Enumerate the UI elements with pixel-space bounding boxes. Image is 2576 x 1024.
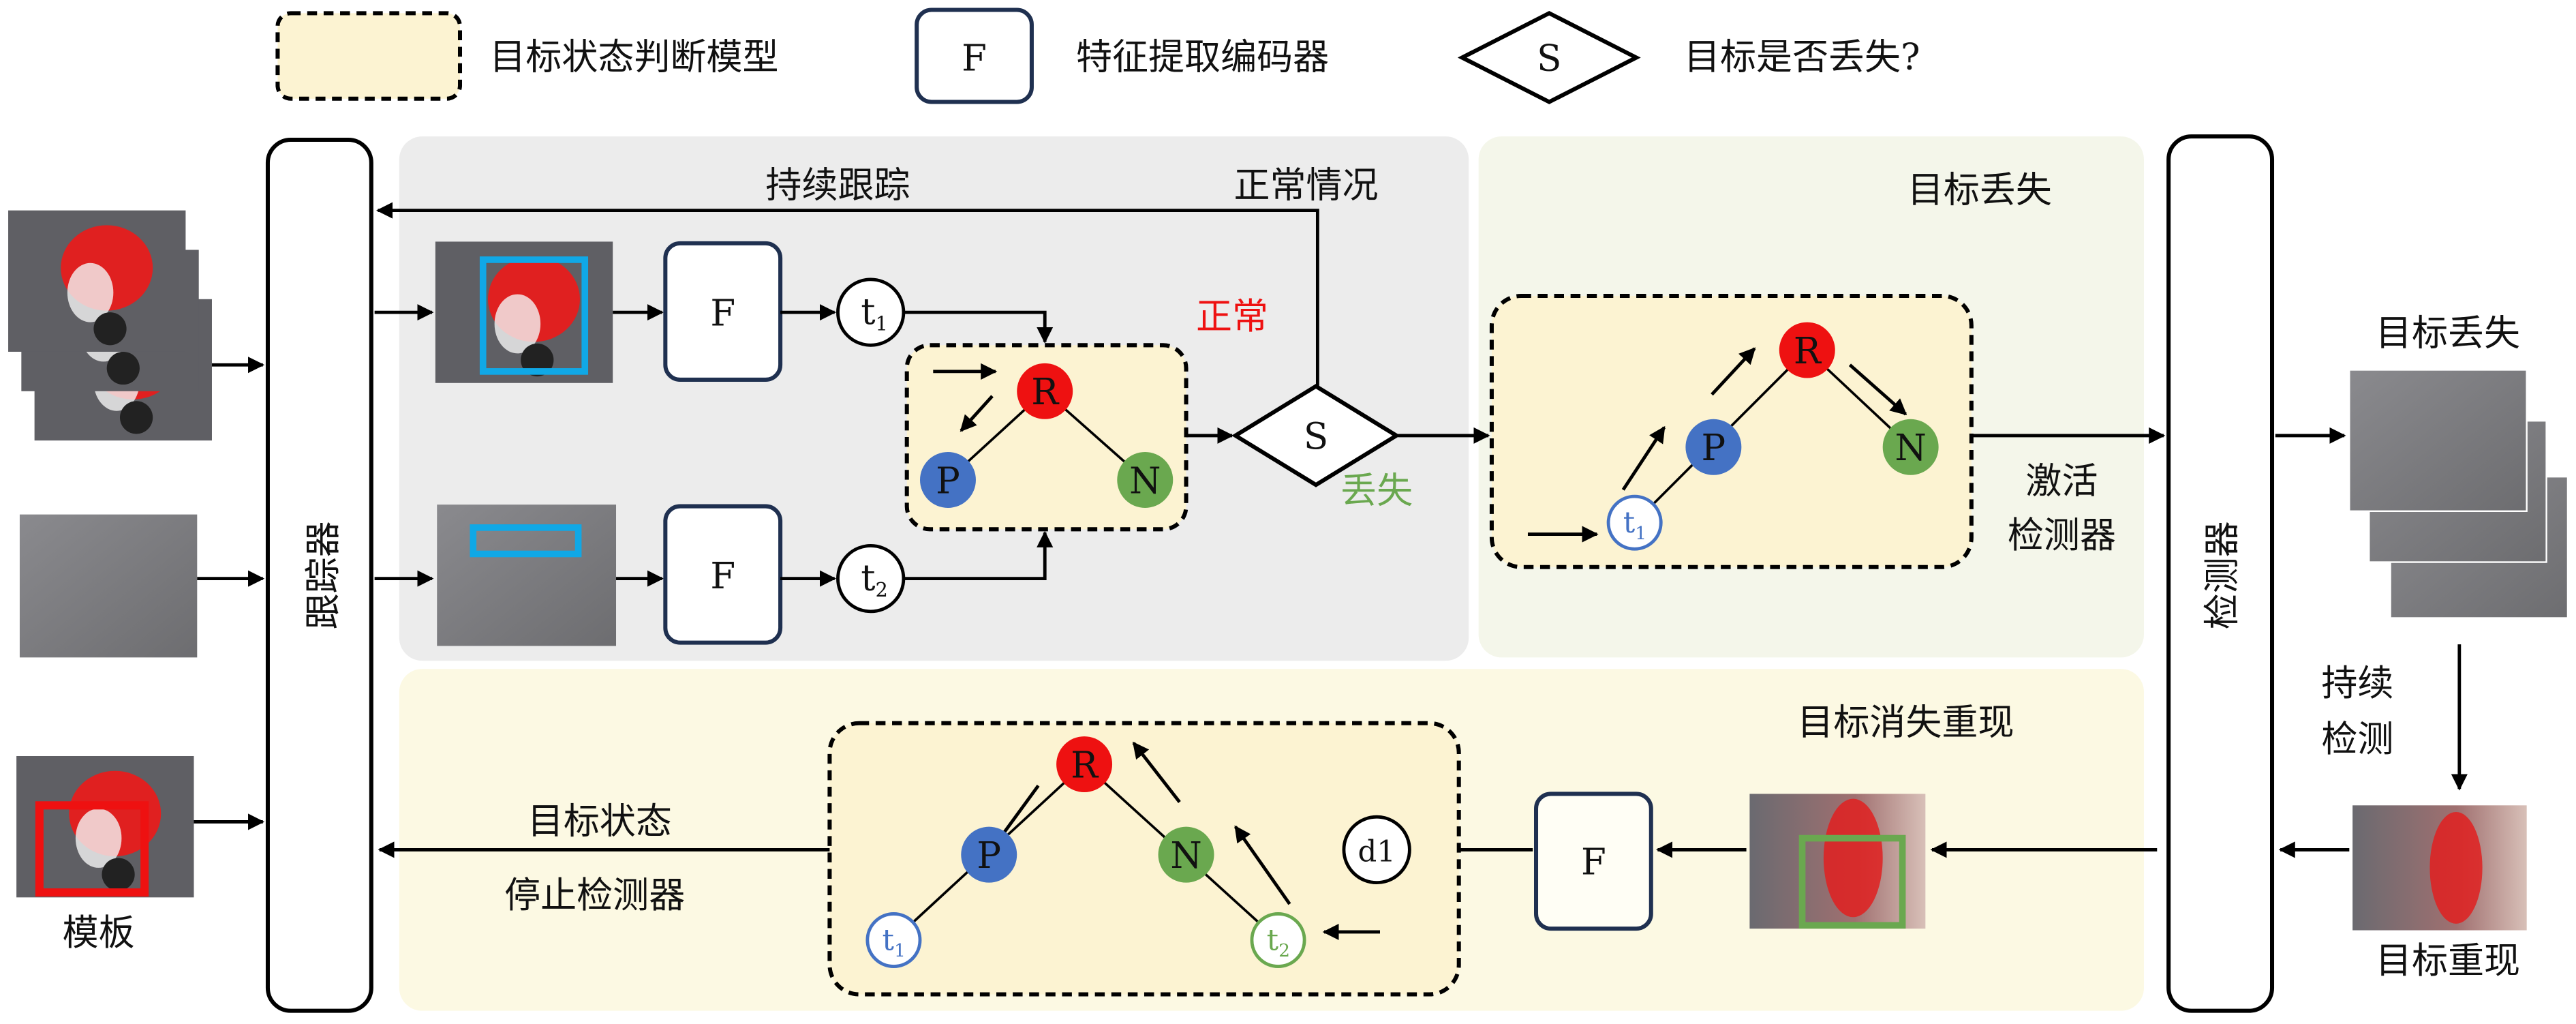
normal-label: 正常 <box>1196 295 1268 337</box>
node-N-label: N <box>1895 427 1926 469</box>
encoder-block-2 <box>663 504 783 645</box>
lost-label: 丢失 <box>1340 470 1413 512</box>
arrow-t1-to-model <box>903 310 1054 344</box>
node-t1-label: t1 <box>1623 506 1646 544</box>
node-R <box>1056 736 1113 793</box>
arrow-continue-tracking <box>376 202 1319 388</box>
feature-t1-label: t1 <box>861 290 888 335</box>
lost-panel-title: 目标丢失 <box>1907 169 2052 211</box>
encoder-label-2: F <box>710 555 735 597</box>
encoder-label-1: F <box>710 292 735 334</box>
node-P <box>920 452 976 508</box>
activate-label-1: 激活 <box>2025 460 2098 502</box>
feature-d1-label: d1 <box>1358 834 1395 869</box>
node-N-label: N <box>1170 834 1201 877</box>
arrow-R-to-N <box>1848 363 1907 416</box>
node-N <box>1117 452 1174 508</box>
state-label-2: 停止检测器 <box>504 874 685 916</box>
template-label: 模板 <box>63 912 135 954</box>
legend-decision-label: 目标是否丢失? <box>1684 35 1920 78</box>
tracker-block <box>265 137 373 1013</box>
feature-d1-node <box>1342 815 1411 885</box>
state-label-1: 目标状态 <box>527 800 672 842</box>
arrow-N-to-R <box>1132 741 1181 803</box>
node-P <box>961 826 1017 883</box>
legend: 目标状态判断模型 F 特征提取编码器 S 目标是否丢失? <box>275 7 1920 104</box>
encoder-label-3: F <box>1581 841 1606 884</box>
encoder-block-1 <box>663 241 783 382</box>
node-N <box>1158 826 1214 883</box>
node-P-label: P <box>936 460 960 502</box>
lost-frame-stack <box>2348 369 2569 619</box>
search-image-2 <box>437 505 617 646</box>
node-t2-label: t2 <box>1267 923 1290 961</box>
node-R-label: R <box>1071 744 1099 786</box>
continue-tracking-label: 持续跟踪 <box>765 164 910 206</box>
right-lost-label: 目标丢失 <box>2376 312 2520 354</box>
normal-case-label: 正常情况 <box>1233 164 1378 206</box>
template-image <box>16 755 194 898</box>
node-N-label: N <box>1129 460 1161 502</box>
state-model-lost: R P N t1 <box>1489 293 1974 569</box>
template-red-box <box>35 801 149 897</box>
node-R-label: R <box>1031 371 1060 413</box>
node-t1 <box>1606 494 1663 551</box>
detected-green-box <box>1798 834 1906 929</box>
node-t1 <box>865 912 922 968</box>
arrow-P-to-R <box>1711 347 1756 396</box>
detected-crop-image <box>1749 794 1926 929</box>
legend-encoder-swatch <box>915 7 1034 104</box>
search-blue-box-1 <box>479 256 589 375</box>
search-blue-box-2 <box>470 524 582 558</box>
arrow-t2-to-model <box>903 530 1054 581</box>
input-frame-empty <box>19 514 198 658</box>
legend-encoder-symbol: F <box>962 37 987 80</box>
state-model-tracking: R P N <box>904 343 1189 532</box>
arrow-t1-to-P <box>1621 425 1666 491</box>
tracker-label: 跟踪器 <box>302 521 344 629</box>
decision-diamond <box>1231 384 1400 487</box>
node-P <box>1685 419 1742 475</box>
legend-encoder-label: 特征提取编码器 <box>1076 35 1329 78</box>
detector-label: 检测器 <box>2201 521 2243 629</box>
feature-t2-label: t2 <box>861 557 888 602</box>
node-P-label: P <box>1702 427 1726 469</box>
reappear-panel-title: 目标消失重现 <box>1797 702 2014 744</box>
legend-decision-swatch <box>1457 10 1641 104</box>
right-reappear-label: 目标重现 <box>2376 939 2520 982</box>
legend-decision-symbol: S <box>1537 37 1561 80</box>
input-frame-stack <box>8 210 212 441</box>
state-model-reappear: d1 R P N t1 t2 <box>827 721 1461 997</box>
arrow-t2-to-N <box>1233 825 1291 905</box>
node-R <box>1779 322 1835 378</box>
reappear-frame <box>2352 805 2527 931</box>
legend-model-swatch <box>275 11 463 101</box>
node-R <box>1017 363 1073 419</box>
encoder-block-3 <box>1534 792 1653 931</box>
search-image-1 <box>435 241 613 383</box>
node-R-label: R <box>1794 330 1822 372</box>
node-N <box>1882 419 1939 475</box>
decision-label: S <box>1304 415 1328 457</box>
detector-block <box>2166 134 2275 1013</box>
arrow-R-to-P <box>960 395 994 432</box>
continue-detect-label-2: 检测 <box>2321 718 2393 760</box>
node-t2 <box>1250 912 1306 968</box>
node-P-label: P <box>977 834 1001 877</box>
legend-model-label: 目标状态判断模型 <box>489 35 778 78</box>
activate-label-2: 检测器 <box>2008 514 2116 556</box>
continue-detect-label-1: 持续 <box>2321 662 2393 704</box>
node-t1-label: t1 <box>883 923 906 961</box>
